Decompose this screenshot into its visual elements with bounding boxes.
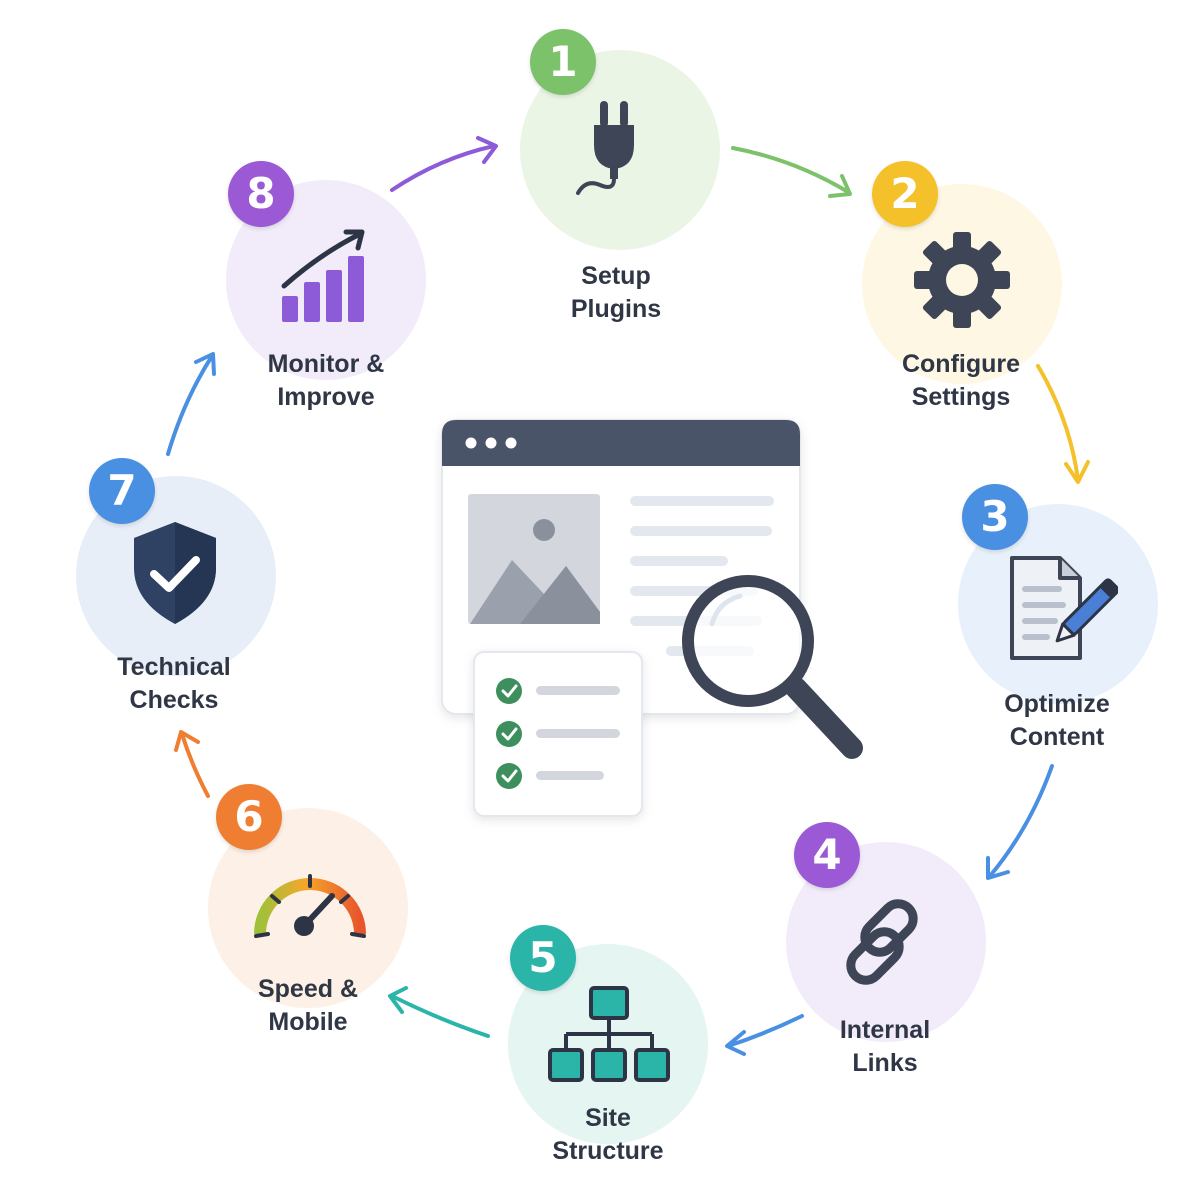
step-1-label-line1: Setup (581, 262, 651, 290)
chain-link-icon (846, 899, 918, 985)
arrow-7-to-8 (166, 354, 214, 456)
magnifying-glass-icon (682, 575, 863, 759)
step-2-label-line1: Configure (901, 350, 1021, 378)
arrow-8-to-1 (390, 144, 496, 192)
step-6-label: Speed & Mobile (198, 973, 418, 1039)
step-7-label: Technical Checks (64, 651, 284, 717)
step-6-badge: 6 (216, 784, 282, 850)
step-3-label: Optimize Content (947, 688, 1167, 754)
step-8-label-line2: Improve (277, 383, 375, 411)
arrowhead-8-to-1 (476, 136, 498, 164)
step-8-label-line1: Monitor & (267, 350, 385, 378)
arrowhead-6-to-7 (174, 730, 200, 752)
step-4-label-line1: Internal (839, 1016, 931, 1044)
step-2-badge: 2 (872, 161, 938, 227)
step-3-badge: 3 (962, 484, 1028, 550)
arrowhead-2-to-3 (1064, 460, 1090, 484)
step-7-label-line1: Technical (117, 653, 231, 681)
arrowhead-5-to-6 (388, 986, 408, 1014)
arrow-2-to-3 (1036, 364, 1080, 482)
arrowhead-1-to-2 (828, 174, 852, 198)
shield-check-icon (134, 522, 216, 624)
step-6-label-line1: Speed & (257, 975, 359, 1003)
step-2-label: Configure Settings (851, 348, 1071, 414)
checklist-icon (473, 651, 643, 817)
step-5-label-line1: Site (585, 1104, 631, 1132)
step-1-badge: 1 (530, 29, 596, 95)
growth-chart-icon (281, 229, 365, 322)
step-7-badge: 7 (89, 458, 155, 524)
step-1-label-line2: Plugins (570, 295, 662, 323)
step-5-label: Site Structure (498, 1102, 718, 1168)
step-8-badge: 8 (228, 161, 294, 227)
gear-icon (914, 232, 1010, 328)
speedometer-icon (254, 874, 366, 938)
step-4-badge: 4 (794, 822, 860, 888)
arrowhead-7-to-8 (194, 352, 216, 376)
step-7-label-line2: Checks (129, 686, 219, 714)
plug-icon (576, 101, 634, 195)
image-placeholder-icon (468, 494, 600, 624)
arrow-1-to-2 (731, 146, 850, 194)
step-3-label-line1: Optimize (1004, 690, 1110, 718)
arrow-4-to-5 (726, 1014, 804, 1048)
arrow-3-to-4 (988, 764, 1054, 878)
step-4-label: Internal Links (775, 1014, 995, 1080)
sitemap-icon (548, 986, 670, 1082)
arrowhead-4-to-5 (725, 1030, 746, 1056)
step-2-label-line2: Settings (911, 383, 1011, 411)
step-3-label-line2: Content (1009, 723, 1105, 751)
step-5-badge: 5 (510, 925, 576, 991)
arrow-5-to-6 (390, 994, 490, 1038)
arrowhead-3-to-4 (986, 856, 1010, 880)
arrow-6-to-7 (180, 732, 210, 798)
step-1-label: Setup Plugins (506, 260, 726, 326)
step-8-label: Monitor & Improve (216, 348, 436, 414)
step-6-label-line2: Mobile (268, 1008, 348, 1036)
document-edit-icon (1010, 556, 1118, 660)
step-4-label-line2: Links (852, 1049, 918, 1077)
step-5-label-line2: Structure (552, 1137, 664, 1165)
